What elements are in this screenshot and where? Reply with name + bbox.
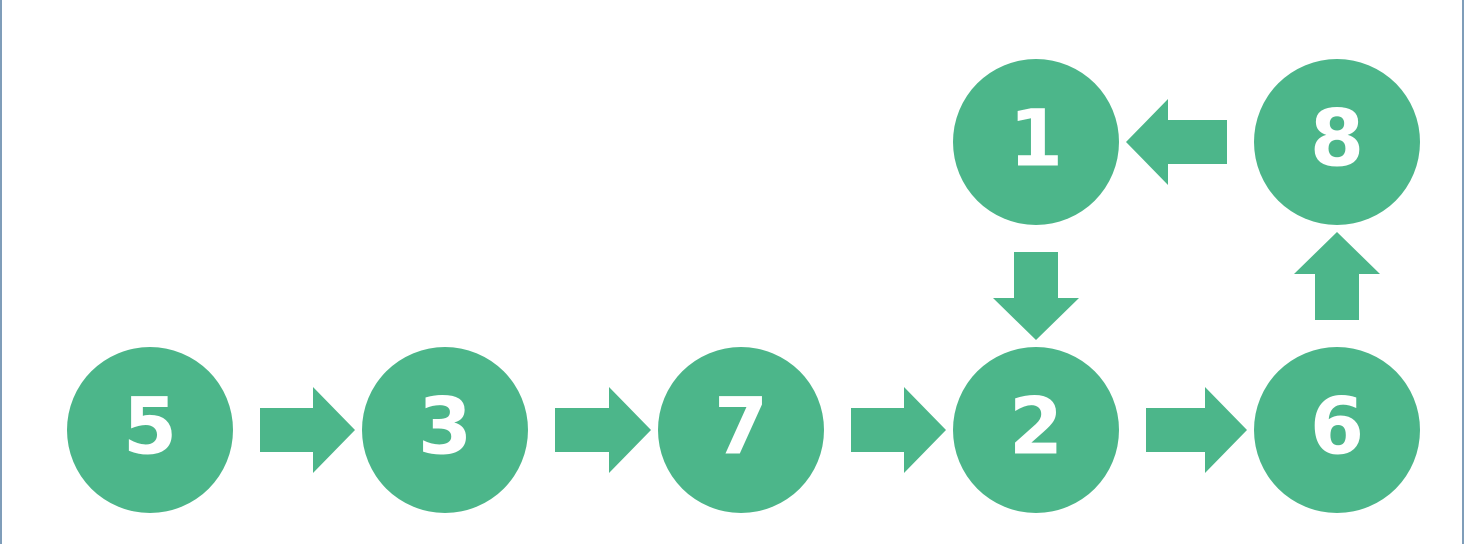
node-circle — [953, 59, 1119, 225]
arrow-5-to-3 — [260, 387, 355, 473]
node-label: 1 — [1009, 94, 1063, 184]
arrow-2-to-6 — [1146, 387, 1247, 473]
node-circle — [362, 347, 528, 513]
node-6: 6 — [1254, 347, 1420, 513]
node-label: 7 — [714, 382, 768, 472]
node-5: 5 — [67, 347, 233, 513]
nodes-layer: 5 3 7 2 6 8 1 — [67, 59, 1420, 513]
node-label: 2 — [1009, 382, 1063, 472]
node-label: 8 — [1310, 94, 1364, 184]
node-7: 7 — [658, 347, 824, 513]
arrow-7-to-2 — [851, 387, 946, 473]
node-circle — [953, 347, 1119, 513]
arrow-8-to-1 — [1126, 99, 1227, 185]
node-circle — [1254, 59, 1420, 225]
arrow-3-to-7 — [555, 387, 651, 473]
node-circle — [1254, 347, 1420, 513]
node-label: 3 — [418, 382, 472, 472]
node-circle — [67, 347, 233, 513]
node-label: 5 — [123, 382, 177, 472]
node-circle — [658, 347, 824, 513]
arrow-6-to-8 — [1294, 232, 1380, 320]
node-label: 6 — [1310, 382, 1364, 472]
arrows-layer — [260, 99, 1380, 473]
node-3: 3 — [362, 347, 528, 513]
node-2: 2 — [953, 347, 1119, 513]
node-1: 1 — [953, 59, 1119, 225]
arrow-1-to-2 — [993, 252, 1079, 340]
node-8: 8 — [1254, 59, 1420, 225]
